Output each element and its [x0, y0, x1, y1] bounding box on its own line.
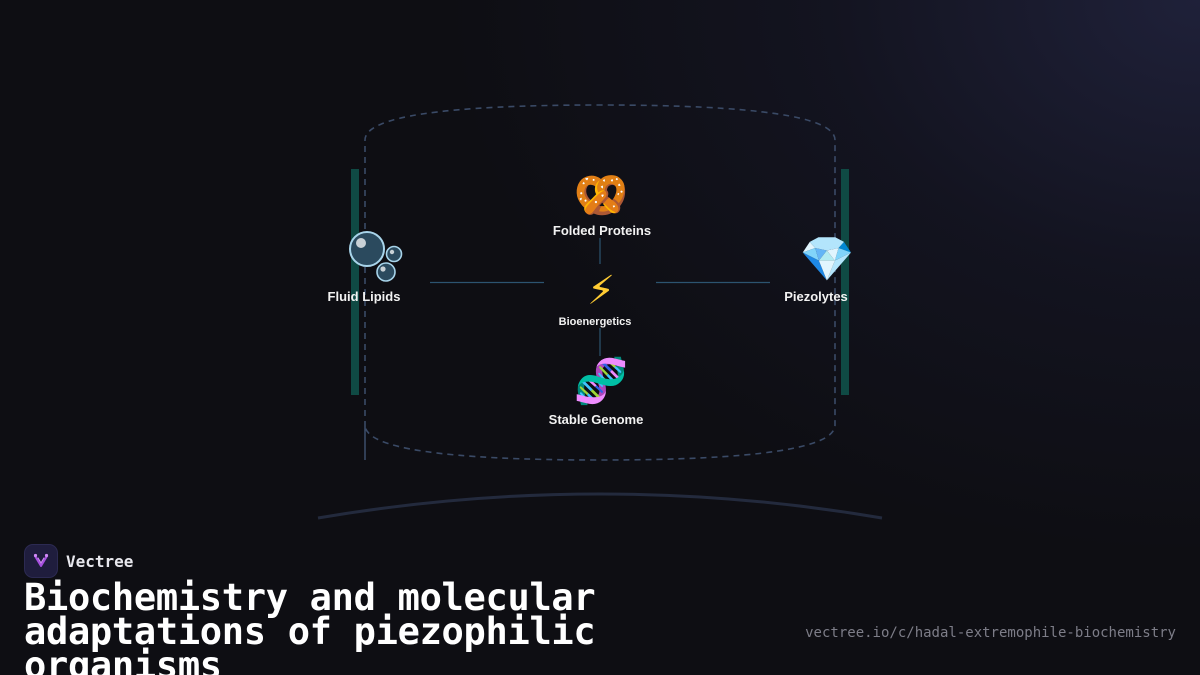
node-folded-proteins: 🥨 Folded Proteins — [553, 170, 651, 238]
dna-icon: 🧬 — [574, 354, 629, 407]
node-bioenergetics: ⚡ Bioenergetics — [559, 268, 632, 328]
node-fluid-lipids: Fluid Lipids — [328, 231, 403, 304]
node-label-piezolytes: Piezolytes — [784, 289, 848, 304]
gem-icon: 💎 — [800, 234, 855, 285]
left-side-bar — [351, 169, 359, 395]
lightning-icon: ⚡ — [587, 268, 615, 314]
node-label-folded-proteins: Folded Proteins — [553, 223, 651, 238]
bubbles-icon — [349, 231, 403, 282]
capsule-outline — [364, 104, 836, 461]
node-label-stable-genome: Stable Genome — [549, 412, 644, 427]
vectree-logo-icon — [24, 544, 58, 578]
node-stable-genome: 🧬 Stable Genome — [549, 354, 644, 427]
right-side-bar — [841, 169, 849, 395]
node-piezolytes: 💎 Piezolytes — [784, 234, 854, 304]
course-url[interactable]: vectree.io/c/hadal-extremophile-biochemi… — [805, 625, 1176, 641]
page-title: Biochemistry and molecular adaptations o… — [24, 576, 596, 675]
brand: Vectree — [24, 544, 133, 578]
node-label-bioenergetics: Bioenergetics — [559, 316, 632, 328]
base-arc — [317, 492, 883, 520]
node-label-fluid-lipids: Fluid Lipids — [328, 289, 401, 304]
pretzel-icon: 🥨 — [574, 170, 629, 221]
brand-name: Vectree — [66, 551, 134, 571]
